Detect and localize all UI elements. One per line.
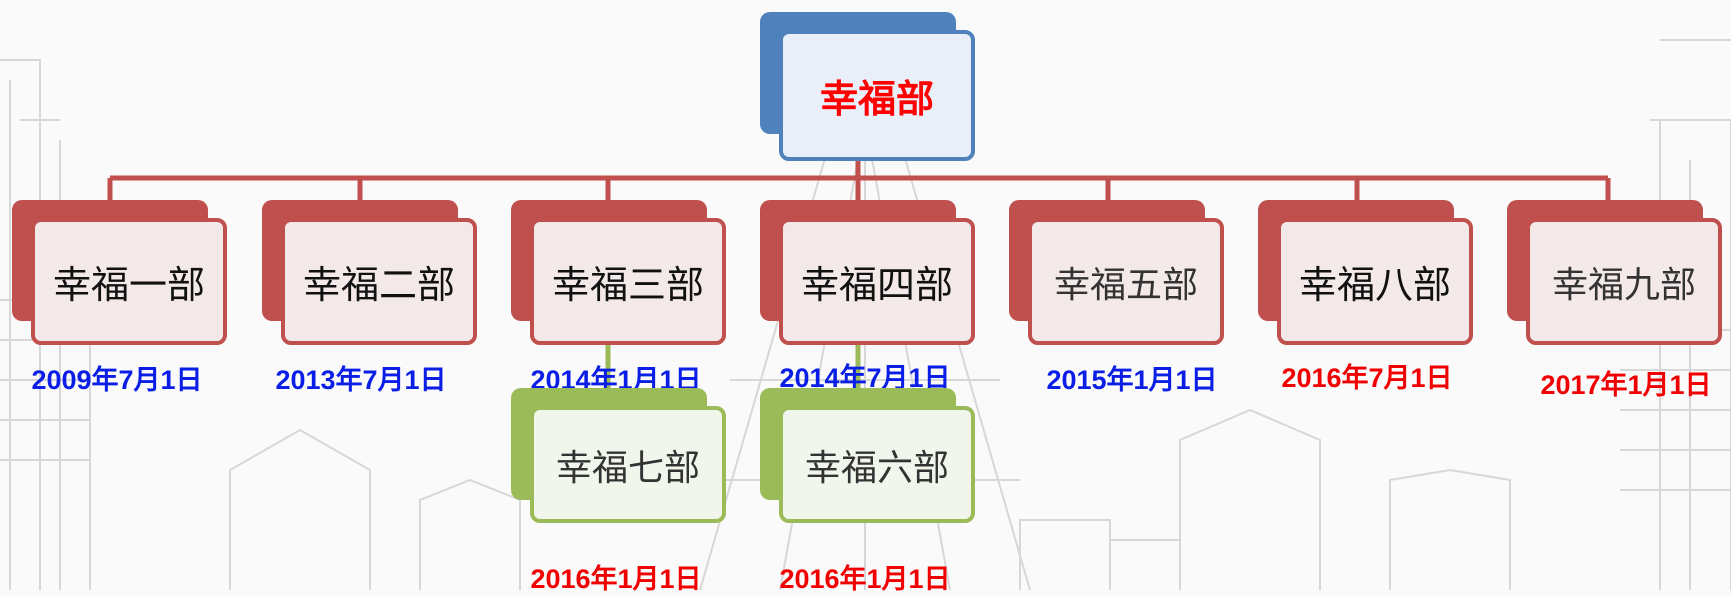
- department-node-label: 幸福九部: [1551, 264, 1696, 306]
- department-node-box: 幸福九部: [1526, 218, 1722, 345]
- department-node-label: 幸福三部: [551, 263, 704, 307]
- department-node-label: 幸福四部: [800, 263, 953, 307]
- department-node-box: 幸福四部: [779, 218, 975, 345]
- department-node-box: 幸福二部: [281, 218, 477, 345]
- sub-department-date-6: 2016年1月1日: [779, 564, 951, 594]
- department-node-label: 幸福五部: [1053, 264, 1198, 306]
- sub-department-node-label: 幸福六部: [804, 447, 949, 489]
- department-node-label: 幸福二部: [302, 263, 455, 307]
- department-node-label: 幸福一部: [52, 263, 205, 307]
- sub-department-node-box: 幸福七部: [530, 406, 726, 523]
- department-node-label: 幸福八部: [1298, 263, 1451, 307]
- department-date-2: 2013年7月1日: [275, 365, 447, 395]
- department-node-box: 幸福一部: [31, 218, 227, 345]
- sub-department-node-label: 幸福七部: [555, 447, 700, 489]
- department-date-6: 2016年7月1日: [1281, 363, 1453, 393]
- department-date-1: 2009年7月1日: [31, 365, 203, 395]
- department-node-box: 幸福五部: [1028, 218, 1224, 345]
- department-date-5: 2015年1月1日: [1046, 365, 1218, 395]
- department-node-box: 幸福八部: [1277, 218, 1473, 345]
- department-node-box: 幸福三部: [530, 218, 726, 345]
- sub-department-node-box: 幸福六部: [779, 406, 975, 523]
- root-node-box: 幸福部: [779, 30, 975, 161]
- root-node-label: 幸福部: [819, 77, 934, 121]
- department-date-7: 2017年1月1日: [1540, 370, 1712, 400]
- sub-department-date-7: 2016年1月1日: [530, 564, 702, 594]
